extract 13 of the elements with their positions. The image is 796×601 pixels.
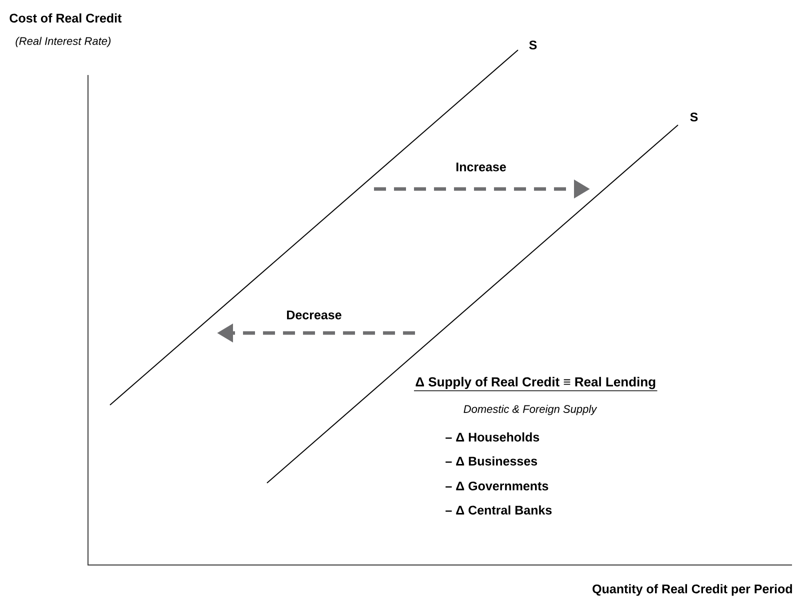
axis-subtitle: (Real Interest Rate) [16,36,111,48]
list-item: – Δ Central Banks [446,505,552,515]
list-item: – Δ Households [446,432,540,442]
curve-label: S [529,40,537,50]
axis-title: Cost of Real Credit [10,13,122,23]
shift-label: Decrease [287,310,342,320]
curve-label: S [690,112,698,122]
subheading: Domestic & Foreign Supply [464,404,598,416]
shift-label: Increase [456,162,506,172]
list-item: – Δ Businesses [446,456,538,466]
list-item: – Δ Governments [446,482,548,490]
heading: Δ Supply of Real Credit ≡ Real Lending [414,376,658,392]
axis-title: Quantity of Real Credit per Period [592,584,792,596]
